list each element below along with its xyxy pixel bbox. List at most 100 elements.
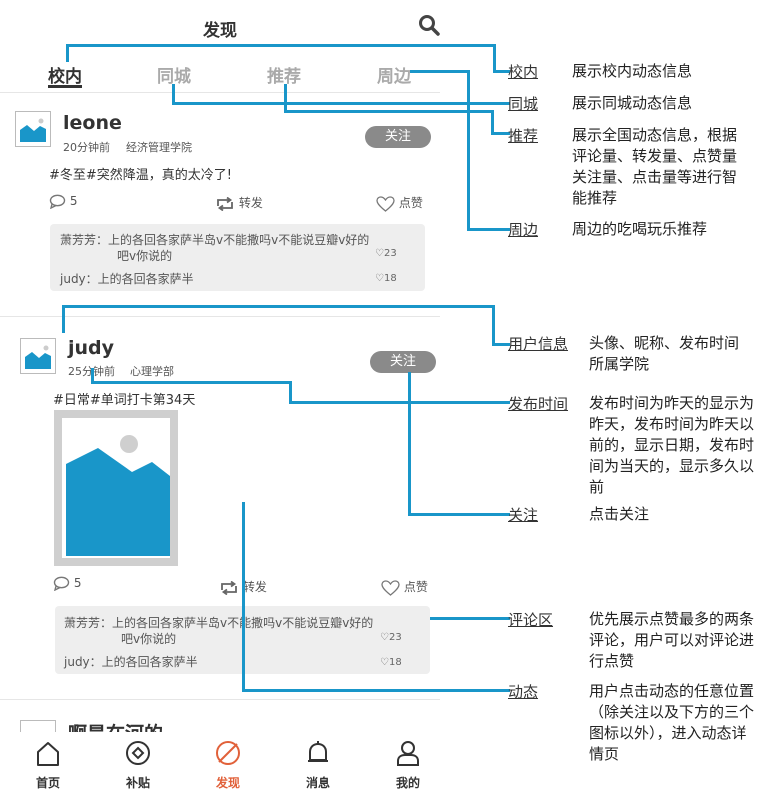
repost-icon: [217, 196, 233, 211]
annotation-desc: 展示全国动态信息，根据 评论量、转发量、点赞量 关注量、点击量等进行智 能推荐: [572, 126, 738, 207]
callout-line: [492, 305, 495, 345]
post-time: 20分钟前: [63, 141, 110, 154]
post-text: #冬至#突然降温，真的太冷了!: [49, 168, 232, 183]
post-image[interactable]: [54, 410, 178, 566]
heart-icon: ♡: [380, 657, 389, 668]
comment-like[interactable]: ♡18: [380, 657, 402, 668]
callout-line: [62, 307, 65, 333]
annotation-desc: 展示校内动态信息: [572, 62, 693, 80]
annotation-term: 动态: [508, 683, 539, 701]
nav-messages[interactable]: [288, 740, 348, 770]
callout-line: [467, 228, 510, 231]
comment-line[interactable]: judy：上的各回各家萨半: [60, 272, 194, 286]
callout-line: [284, 84, 287, 112]
annotation-term: 关注: [508, 506, 539, 524]
callout-line: [91, 381, 291, 384]
repost-icon: [221, 580, 237, 595]
annotation-term: 周边: [508, 221, 539, 239]
post-text: #日常#单词打卡第34天: [53, 393, 196, 408]
callout-line: [493, 70, 510, 73]
post-divider: [0, 699, 440, 700]
callout-line: [430, 617, 510, 620]
comment-like[interactable]: ♡18: [375, 273, 397, 284]
nav-home-label[interactable]: 首页: [35, 776, 60, 790]
comment-like-count: 23: [388, 632, 402, 643]
annotation-term: 发布时间: [508, 395, 569, 413]
user-icon: [397, 741, 419, 766]
comment-line-continued[interactable]: 吧v你说的: [117, 249, 173, 263]
follow-button[interactable]: 关注: [365, 126, 431, 148]
nav-messages-label[interactable]: 消息: [305, 776, 330, 790]
comment-like[interactable]: ♡23: [380, 632, 402, 643]
heart-icon: [376, 195, 395, 212]
annotation-desc: 用户点击动态的任意位置 （除关注以及下方的三个 图标以外），进入动态详 情页: [589, 682, 755, 763]
phone-screen: 发现 校内 同城 推荐 周边 leone 20分钟前 经济管理学院 关注 #冬至…: [0, 14, 440, 790]
repost-label: 转发: [242, 580, 267, 594]
comment-button[interactable]: 5: [53, 576, 81, 592]
callout-line: [410, 70, 470, 73]
tab-campus[interactable]: 校内: [48, 67, 82, 87]
nav-discover[interactable]: [198, 740, 258, 770]
callout-line: [284, 110, 493, 113]
heart-icon: ♡: [380, 632, 389, 643]
comment-icon: [49, 194, 66, 210]
comment-line-continued[interactable]: 吧v你说的: [121, 632, 177, 646]
comment-line[interactable]: 萧芳芳：上的各回各家萨半岛v不能撒吗v不能说豆瓣v好的: [64, 616, 374, 630]
callout-line: [408, 513, 510, 516]
annotation-desc: 头像、昵称、发布时间 所属学院: [589, 334, 740, 373]
tab-city[interactable]: 同城: [157, 67, 191, 87]
annotation-desc: 点击关注: [589, 505, 650, 523]
annotation-desc: 展示同城动态信息: [572, 94, 693, 112]
repost-button[interactable]: 转发: [219, 578, 267, 595]
callout-line: [91, 368, 94, 382]
callout-line: [62, 305, 494, 308]
heart-icon: [381, 579, 400, 596]
tab-nearby[interactable]: 周边: [377, 67, 411, 87]
target-icon: [126, 741, 150, 765]
callout-line: [242, 689, 510, 692]
nav-discover-label[interactable]: 发现: [215, 776, 240, 790]
callout-line: [491, 110, 494, 134]
callout-line: [172, 102, 510, 105]
tabs-divider: [0, 92, 440, 93]
discover-icon: [216, 741, 240, 765]
nav-profile[interactable]: [378, 740, 438, 770]
callout-line: [172, 84, 175, 104]
username[interactable]: leone: [63, 112, 122, 134]
avatar[interactable]: [20, 338, 56, 374]
annotation-term: 评论区: [508, 611, 554, 629]
username[interactable]: judy: [68, 337, 115, 359]
like-button[interactable]: 点赞: [376, 194, 423, 212]
home-icon: [37, 742, 59, 766]
callout-line: [492, 343, 510, 346]
comment-button[interactable]: 5: [49, 194, 77, 210]
like-button[interactable]: 点赞: [381, 578, 428, 596]
nav-subsidy-label[interactable]: 补贴: [125, 776, 150, 790]
comment-like[interactable]: ♡23: [375, 248, 397, 259]
avatar[interactable]: [15, 111, 51, 147]
like-label: 点赞: [403, 580, 428, 594]
tab-active-indicator: [48, 85, 82, 88]
callout-line: [491, 132, 510, 135]
callout-line: [66, 44, 494, 47]
nav-subsidy[interactable]: [108, 740, 168, 770]
comment-area: [50, 224, 425, 291]
comment-line[interactable]: judy：上的各回各家萨半: [64, 655, 198, 669]
user-school: 心理学部: [130, 365, 174, 378]
comment-icon: [53, 576, 70, 592]
callout-line: [289, 381, 292, 403]
comment-like-count: 18: [383, 273, 397, 284]
callout-line: [66, 46, 69, 62]
callout-line: [242, 502, 245, 691]
nav-home[interactable]: [18, 740, 78, 770]
repost-button[interactable]: 转发: [215, 194, 263, 211]
tab-recommend[interactable]: 推荐: [267, 67, 301, 87]
callout-line: [467, 70, 470, 230]
callout-line: [408, 372, 411, 515]
comment-line[interactable]: 萧芳芳：上的各回各家萨半岛v不能撒吗v不能说豆瓣v好的: [60, 233, 370, 247]
repost-label: 转发: [238, 196, 263, 210]
search-icon[interactable]: [418, 14, 440, 36]
follow-button[interactable]: 关注: [370, 351, 436, 373]
post-divider: [0, 316, 440, 317]
nav-profile-label[interactable]: 我的: [395, 776, 420, 790]
